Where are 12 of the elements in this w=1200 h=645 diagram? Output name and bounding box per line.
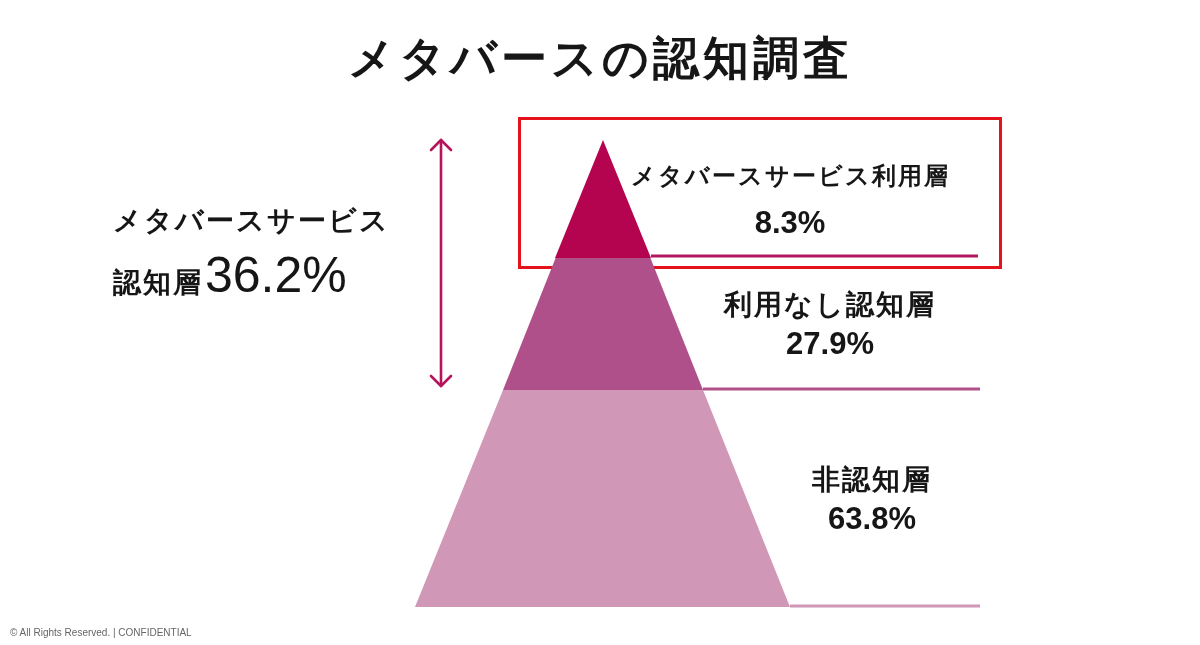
percentage-value: 63.8% [828,500,916,538]
percentage-value: 8.3% [754,204,826,242]
highlight-frame [518,117,1002,269]
percentage-value: 27.9% [786,325,874,363]
summary-label: メタバースサービス認知層 36.2% [113,204,391,305]
pyramid-tier [555,140,651,258]
tier-label: メタバースサービス利用層 [630,161,950,192]
title: メタバースの認知調査 [347,31,853,86]
tier-label: 非認知層 [812,462,932,497]
tier-label: 利用なし認知層 [724,287,936,322]
pyramid-tier [415,390,790,607]
copyright-notice: © All Rights Reserved. | CONFIDENTIAL [10,627,192,639]
